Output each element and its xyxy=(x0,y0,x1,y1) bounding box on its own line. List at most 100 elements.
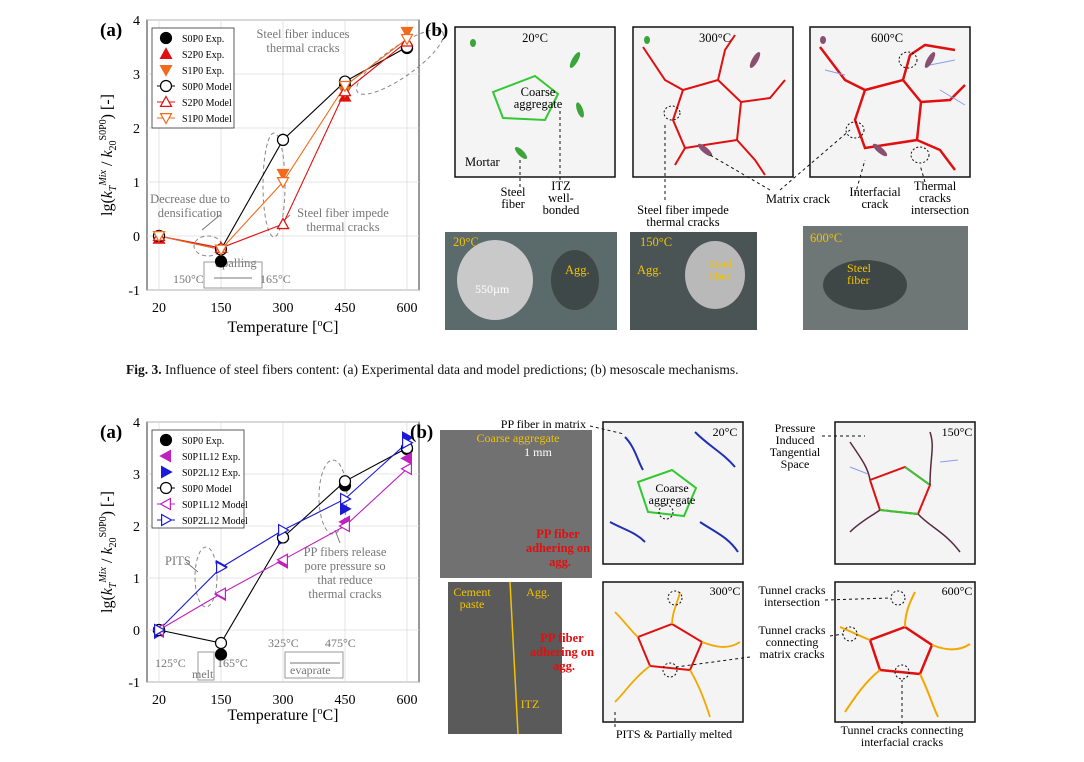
fig3-fiber xyxy=(569,52,581,68)
fig4-pressure-3: Tangential xyxy=(770,445,821,459)
fig3-legend-box xyxy=(151,27,235,129)
y-tick-label: 1 xyxy=(133,176,140,191)
data-point-s2-2 xyxy=(276,168,290,181)
legend-marker-1 xyxy=(159,449,172,463)
fig4-tunnel1-1: Tunnel cracks xyxy=(758,583,826,597)
y-tick-label: 3 xyxy=(133,468,140,483)
fig4-annot-release-1: PP fibers release xyxy=(304,545,387,559)
fig3-temp-600: 600°C xyxy=(871,31,903,45)
fig3-photo-label: Steel xyxy=(708,257,733,271)
y-tick-label: 0 xyxy=(133,230,140,245)
fig4-sem-label: agg. xyxy=(549,555,571,569)
fig3-fiber xyxy=(576,102,584,118)
y-tick-label: 4 xyxy=(133,416,140,431)
fig4-sem-label: adhering on xyxy=(530,645,594,659)
fig4-sem-label: 1 mm xyxy=(524,445,552,459)
fig4-xlabel: Temperature [oC] xyxy=(228,706,339,724)
data-point-s4-2 xyxy=(276,553,288,567)
fig4-annot-release-2: pore pressure so xyxy=(304,559,385,573)
fig3-schematic-300 xyxy=(632,26,794,178)
fig4-sem-label: agg. xyxy=(553,659,575,673)
fig3-annot-decrease-2: densification xyxy=(158,206,223,220)
fig3-photo-label: 600°C xyxy=(810,231,842,245)
fig4-schematic-600 xyxy=(834,581,976,723)
fig3-interfacial-2: crack xyxy=(861,197,889,211)
fig4-aggregate-20 xyxy=(636,468,698,518)
fig4-temp-600: 600°C xyxy=(942,584,973,598)
fig3-fiber xyxy=(924,52,936,68)
fig4-tunnel1-2: intersection xyxy=(764,595,820,609)
fig4-arrow-release xyxy=(334,529,341,544)
legend-label: S1P0 Model xyxy=(182,114,232,125)
legend-label: S0P1L12 Model xyxy=(182,500,248,511)
legend-marker-3 xyxy=(159,481,173,495)
fig3-annot-165: 165°C xyxy=(260,272,291,286)
fig3-legend: S0P0 Exp.S2P0 Exp.S1P0 Exp.S0P0 ModelS2P… xyxy=(157,31,232,125)
fig3-fiber xyxy=(470,39,476,47)
fig3-annot-induces-2: thermal cracks xyxy=(266,41,339,55)
fig3-annot-impede-1: Steel fiber impede xyxy=(297,206,389,220)
legend-label: S1P0 Exp. xyxy=(182,66,224,77)
fig3-temp-300: 300°C xyxy=(699,31,731,45)
fig3-annot-impede-2: thermal cracks xyxy=(306,220,379,234)
fig3-micrograph-fiber xyxy=(457,240,533,320)
fig3-impede-2: thermal cracks xyxy=(646,215,719,229)
x-tick-label: 150 xyxy=(211,301,232,316)
fig3-matrix-crack xyxy=(736,139,766,176)
fig3-range-box xyxy=(203,261,263,289)
data-point-s4-1 xyxy=(214,587,226,601)
fig3-fiber xyxy=(514,146,528,160)
fig4-dashed-mark xyxy=(662,662,678,678)
legend-marker-0 xyxy=(159,31,173,45)
legend-label: S2P0 Exp. xyxy=(182,50,224,61)
fig4-annot-melt: melt xyxy=(192,667,214,681)
fig4-annot-165: 165°C xyxy=(217,656,248,670)
fig4-sem-label: adhering on xyxy=(526,541,590,555)
data-point-s3-1 xyxy=(214,636,228,650)
data-point-s5-3 xyxy=(340,492,352,506)
fig4-series xyxy=(152,431,414,661)
fig4-tunnel-crack xyxy=(614,591,741,718)
fig4-pp-fiber-melted xyxy=(849,431,961,553)
fig4-temp-300: 300°C xyxy=(710,584,741,598)
fig3-micrograph-agg xyxy=(551,250,599,310)
fig4-coarse-2: aggregate xyxy=(649,493,696,507)
fig3-matrix-crack xyxy=(740,79,786,103)
fig4-dashed-mark xyxy=(894,664,910,680)
fig3-annot-150: 150°C xyxy=(173,272,204,286)
fig4-annot-325: 325°C xyxy=(268,636,299,650)
data-point-s3-3 xyxy=(338,475,352,488)
x-tick-label: 600 xyxy=(397,301,418,316)
fig4-sem-label: Agg. xyxy=(526,585,550,599)
fig3-pressure-arrow xyxy=(939,89,966,106)
fig4-pressure-arrow xyxy=(849,466,869,475)
y-tick-label: 4 xyxy=(133,14,140,29)
fig4-dashed-ellipse-150 xyxy=(194,546,218,608)
x-tick-label: 20 xyxy=(152,301,166,316)
data-point-s2-3 xyxy=(340,502,352,516)
fig4-pp-fiber xyxy=(609,431,739,553)
fig3-interfacial-1: Interfacial xyxy=(849,185,901,199)
fig3-dashed-mark xyxy=(910,146,930,164)
fig4-sem-label: Cement xyxy=(453,585,491,599)
fig3-dashed-mark xyxy=(663,105,681,121)
fig4-sem-label: PP fiber xyxy=(536,527,580,541)
fig4-panel-a-label: (a) xyxy=(100,422,122,443)
fig3-coarse-2: aggregate xyxy=(514,97,563,111)
fig3-annot-induces-1: Steel fiber induces xyxy=(256,27,349,41)
fig3-fiber xyxy=(820,36,826,44)
x-tick-label: 150 xyxy=(211,693,232,708)
fig3-matrix-crack xyxy=(916,138,956,171)
legend-marker-2 xyxy=(160,465,173,479)
fig3-matrix-crack xyxy=(674,147,686,166)
fig4-dashed-arrow xyxy=(824,597,891,601)
legend-marker-5 xyxy=(159,112,173,125)
data-point-s4-3 xyxy=(338,519,350,533)
fig4-sem-1-texture xyxy=(440,430,592,578)
fig4-matrix-crack xyxy=(637,622,704,672)
fig4-sem-label: ITZ xyxy=(521,697,540,711)
fig3-matrix-crack xyxy=(901,43,956,81)
